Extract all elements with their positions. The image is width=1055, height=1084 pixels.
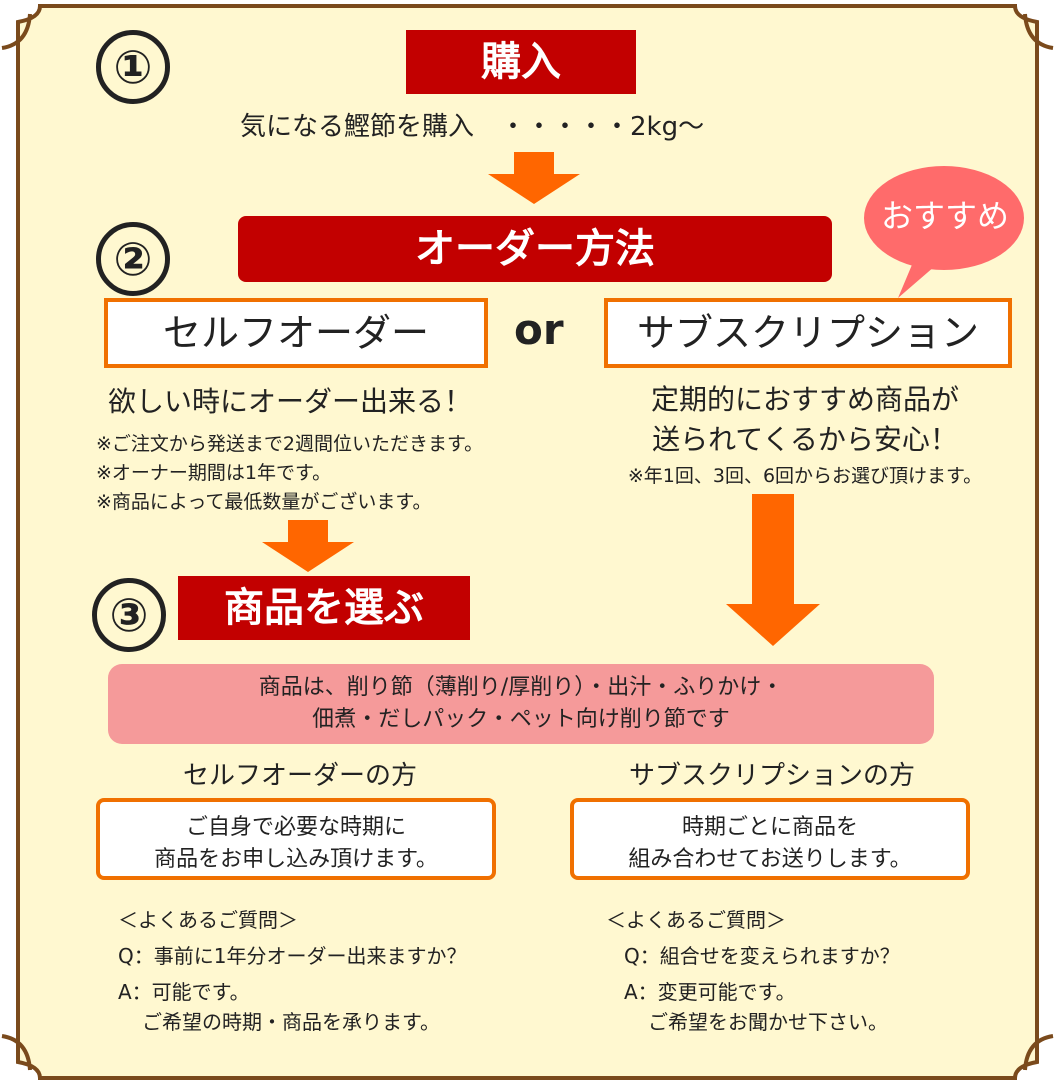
box-line: 商品をお申し込み頂けます。: [154, 847, 438, 872]
self-order-section-title: セルフオーダーの方: [182, 761, 417, 791]
faq-question: Q：事前に1年分オーダー出来ますか？: [118, 944, 467, 968]
faq-answer: A：変更可能です。: [624, 980, 796, 1004]
subscription-section-title: サブスクリプションの方: [628, 761, 915, 791]
box-line: ご自身で必要な時期に: [185, 815, 406, 840]
faq-question: Q：組合せを変えられますか？: [624, 944, 900, 968]
recommend-badge: おすすめ: [880, 197, 1009, 235]
faq-answer: A：可能です。: [118, 980, 250, 1004]
lead-line: 定期的におすすめ商品が: [650, 383, 959, 416]
step-3-heading: 商品を選ぶ: [178, 576, 470, 640]
down-arrow-icon: [488, 152, 580, 204]
self-order-lead: 欲しい時にオーダー出来る！: [108, 385, 473, 418]
speech-bubble-icon: [864, 166, 1024, 298]
step-2-number: ②: [96, 222, 170, 296]
subscription-lead: 定期的におすすめ商品が 送られてくるから安心！: [600, 380, 1010, 460]
note-line: ※商品によって最低数量がございます。: [96, 491, 432, 513]
or-label: or: [514, 305, 564, 354]
down-arrow-icon: [262, 520, 354, 572]
note-line: ※ご注文から発送まで2週間位いただきます。: [96, 433, 484, 455]
subscription-faq: ＜よくあるご質問＞ Q：組合せを変えられますか？ A：変更可能です。 ご希望をお…: [606, 902, 1026, 1040]
down-arrow-long-icon: [726, 494, 820, 646]
faq-header: ＜よくあるご質問＞: [118, 908, 298, 932]
subscription-note: ※年1回、3回、6回からお選び頂けます。: [627, 465, 983, 487]
faq-answer-detail: ご希望をお聞かせ下さい。: [648, 1010, 888, 1034]
self-order-notes: ※ご注文から発送まで2週間位いただきます。 ※オーナー期間は1年です。 ※商品に…: [96, 430, 576, 517]
box-line: 組み合わせてお送りします。: [628, 847, 912, 872]
note-line: ※オーナー期間は1年です。: [96, 462, 332, 484]
products-line: 商品は、削り節（薄削り/厚削り）・出汁・ふりかけ・: [258, 675, 784, 700]
products-info-box: 商品は、削り節（薄削り/厚削り）・出汁・ふりかけ・ 佃煮・だしパック・ペット向け…: [108, 664, 934, 744]
lead-line: 送られてくるから安心！: [652, 423, 958, 456]
subscription-box: サブスクリプション: [604, 298, 1012, 368]
step-3-number: ③: [92, 578, 166, 652]
self-order-faq: ＜よくあるご質問＞ Q：事前に1年分オーダー出来ますか？ A：可能です。 ご希望…: [118, 902, 538, 1040]
box-line: 時期ごとに商品を: [681, 815, 858, 840]
step-1-heading: 購入: [406, 30, 636, 94]
self-order-box: セルフオーダー: [104, 298, 488, 368]
step-2-heading: オーダー方法: [238, 216, 832, 282]
self-order-detail-box: ご自身で必要な時期に 商品をお申し込み頂けます。: [96, 798, 496, 880]
faq-header: ＜よくあるご質問＞: [606, 908, 786, 932]
step-1-description: 気になる鰹節を購入 ・・・・・2kg～: [240, 112, 705, 142]
products-line: 佃煮・だしパック・ペット向け削り節です: [312, 707, 730, 732]
step-1-number: ①: [96, 30, 170, 104]
subscription-detail-box: 時期ごとに商品を 組み合わせてお送りします。: [570, 798, 970, 880]
faq-answer-detail: ご希望の時期・商品を承ります。: [142, 1010, 440, 1034]
